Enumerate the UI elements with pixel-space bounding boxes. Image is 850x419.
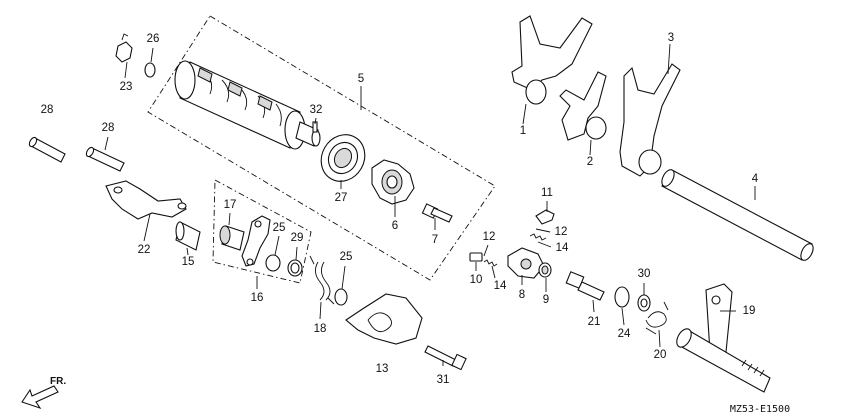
- callout-26: 26: [147, 33, 160, 45]
- collar-15: [175, 221, 201, 251]
- shift-fork-2: [559, 71, 607, 141]
- callout-25-upper: 25: [273, 222, 286, 234]
- plate-8: [507, 247, 545, 279]
- collar-9: [538, 262, 552, 278]
- plate-13: [345, 293, 423, 345]
- stopper-arm: [241, 215, 271, 267]
- callout-2: 2: [587, 156, 593, 168]
- callout-23: 23: [120, 81, 133, 93]
- callout-27: 27: [335, 192, 348, 204]
- shift-cam: [371, 159, 415, 205]
- callout-32: 32: [310, 104, 323, 116]
- spring-29: [287, 259, 303, 277]
- collar-17: [219, 225, 245, 251]
- spring-20: [645, 301, 669, 335]
- shift-fork-1: [511, 15, 593, 105]
- callout-29: 29: [291, 232, 304, 244]
- bolt-31: [424, 345, 467, 371]
- spring-18: [309, 255, 335, 305]
- front-direction-icon: [21, 385, 59, 410]
- leader-lines: [104, 43, 756, 366]
- callout-16: 16: [251, 292, 264, 304]
- callout-14-right: 14: [556, 242, 569, 254]
- washer-25-upper: [265, 254, 281, 272]
- callout-30: 30: [638, 268, 651, 280]
- callout-10: 10: [470, 274, 483, 286]
- fork-shaft: [661, 169, 814, 261]
- callout-15: 15: [182, 256, 195, 268]
- callout-19: 19: [743, 305, 756, 317]
- dowel-pin-left: [28, 136, 66, 163]
- callout-3: 3: [668, 32, 674, 44]
- callout-12-left: 12: [483, 231, 496, 243]
- pin-10: [469, 252, 483, 262]
- bearing: [320, 134, 366, 182]
- bolt-7: [421, 203, 453, 223]
- callout-17: 17: [224, 199, 237, 211]
- spring-30: [637, 294, 651, 312]
- callout-7: 7: [432, 234, 438, 246]
- callout-28-left: 28: [41, 104, 54, 116]
- callouts: 1 2 3 4 5 6 7 8 9 10 11 12 12 13 14 14 1…: [41, 32, 759, 386]
- callout-28-right: 28: [102, 122, 115, 134]
- dowel-pin-right: [85, 146, 125, 172]
- callout-24: 24: [618, 328, 631, 340]
- callout-8: 8: [519, 289, 525, 301]
- callout-31: 31: [437, 374, 450, 386]
- callout-18: 18: [314, 323, 327, 335]
- neutral-switch: [115, 33, 133, 63]
- callout-14-left: 14: [494, 280, 507, 292]
- washer-25-lower: [334, 288, 348, 306]
- callout-13: 13: [376, 363, 389, 375]
- callout-11: 11: [541, 187, 553, 199]
- washer-26: [144, 62, 156, 78]
- pin-11: [535, 209, 555, 225]
- callout-12-right: 12: [555, 226, 568, 238]
- callout-9: 9: [543, 294, 549, 306]
- direction-label: FR.: [50, 376, 66, 387]
- spring-14-upper: [529, 233, 547, 241]
- callout-20: 20: [654, 349, 667, 361]
- spring-14-lower: [483, 259, 498, 267]
- callout-5: 5: [358, 73, 364, 85]
- callout-6: 6: [392, 220, 398, 232]
- bolt-21: [565, 271, 605, 301]
- callout-1: 1: [520, 125, 526, 137]
- drum-assembly-box: [147, 15, 496, 281]
- diagram-code: MZ53-E1500: [730, 404, 790, 415]
- stopper-assembly-box: [212, 179, 312, 284]
- callout-21: 21: [588, 316, 601, 328]
- shift-drum: [174, 60, 321, 150]
- washer-24: [614, 286, 630, 308]
- gearshift-spindle: [676, 283, 771, 393]
- plate-22: [105, 180, 187, 220]
- callout-22: 22: [138, 244, 151, 256]
- shift-fork-3: [619, 63, 681, 177]
- callout-4: 4: [752, 173, 759, 185]
- callout-25-lower: 25: [340, 251, 353, 263]
